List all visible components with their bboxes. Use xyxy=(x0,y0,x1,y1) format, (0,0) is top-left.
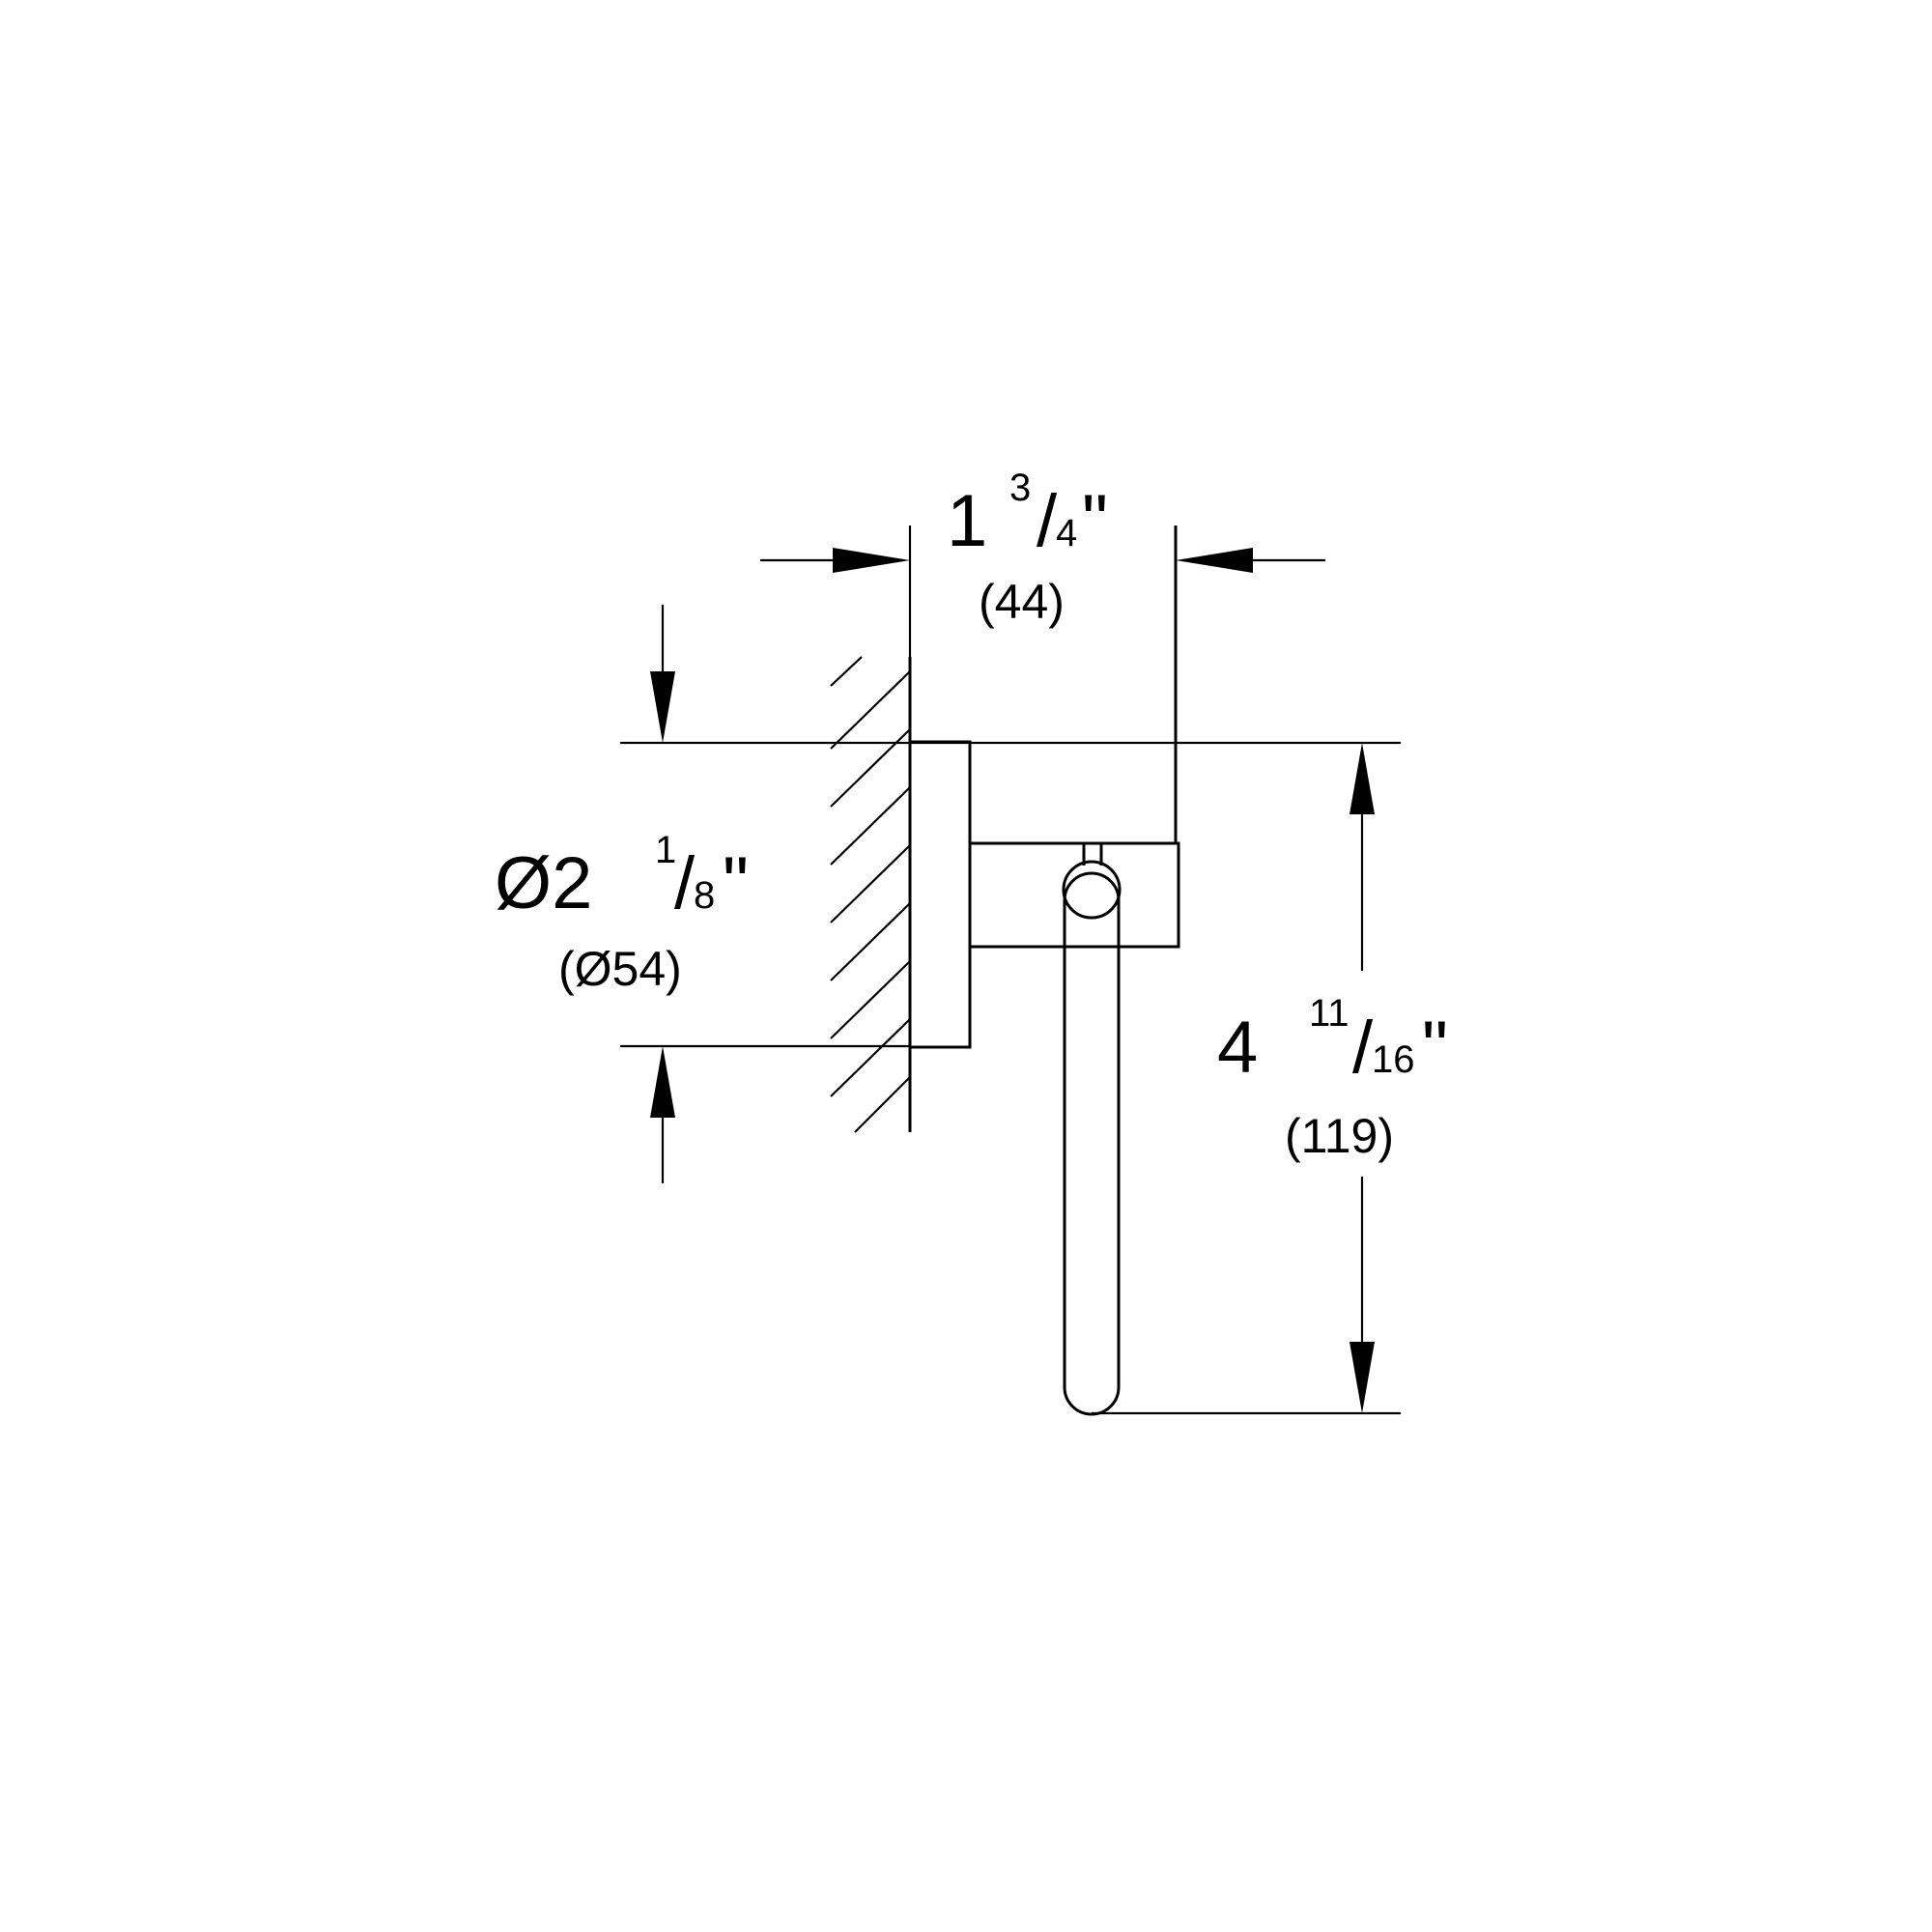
diameter-arrow-bottom xyxy=(650,1046,675,1118)
height-dimension: 4 11 / 16 " (119) xyxy=(1217,743,1448,1413)
depth-arrow-left xyxy=(833,548,910,573)
wall xyxy=(830,656,912,1133)
height-whole: 4 xyxy=(1217,1007,1258,1089)
rosette xyxy=(908,740,972,1049)
diameter-slash: / xyxy=(674,842,696,924)
depth-whole: 1 xyxy=(947,480,987,562)
diameter-dimension: Ø2 1 / 8 " (Ø54) xyxy=(495,605,749,1183)
depth-arrow-right xyxy=(1176,548,1253,573)
height-denominator: 16 xyxy=(1372,1038,1415,1081)
height-numerator: 11 xyxy=(1309,992,1350,1035)
arm xyxy=(968,841,1180,949)
hook xyxy=(1062,843,1122,1416)
depth-dimension: 1 3 / 4 " (44) xyxy=(760,467,1325,629)
depth-metric: (44) xyxy=(979,575,1065,629)
product xyxy=(908,526,1180,1416)
height-arrow-top xyxy=(1350,743,1375,814)
height-slash: / xyxy=(1352,1007,1374,1089)
wall-hatching xyxy=(830,656,911,1133)
height-unit: " xyxy=(1422,1007,1448,1089)
diameter-numerator: 1 xyxy=(655,829,676,871)
depth-numerator: 3 xyxy=(1009,467,1031,509)
diameter-denominator: 8 xyxy=(694,874,715,917)
extension-lines xyxy=(620,526,1401,1415)
depth-unit: " xyxy=(1082,480,1108,562)
hook-bar xyxy=(1063,871,1121,1416)
diameter-arrow-top xyxy=(650,671,675,743)
height-metric: (119) xyxy=(1285,1109,1394,1163)
height-arrow-bottom xyxy=(1350,1342,1375,1413)
depth-denominator: 4 xyxy=(1056,512,1077,554)
diameter-whole: Ø2 xyxy=(495,842,592,924)
depth-slash: / xyxy=(1037,480,1058,562)
diameter-unit: " xyxy=(723,842,749,924)
diameter-metric: (Ø54) xyxy=(558,942,682,996)
